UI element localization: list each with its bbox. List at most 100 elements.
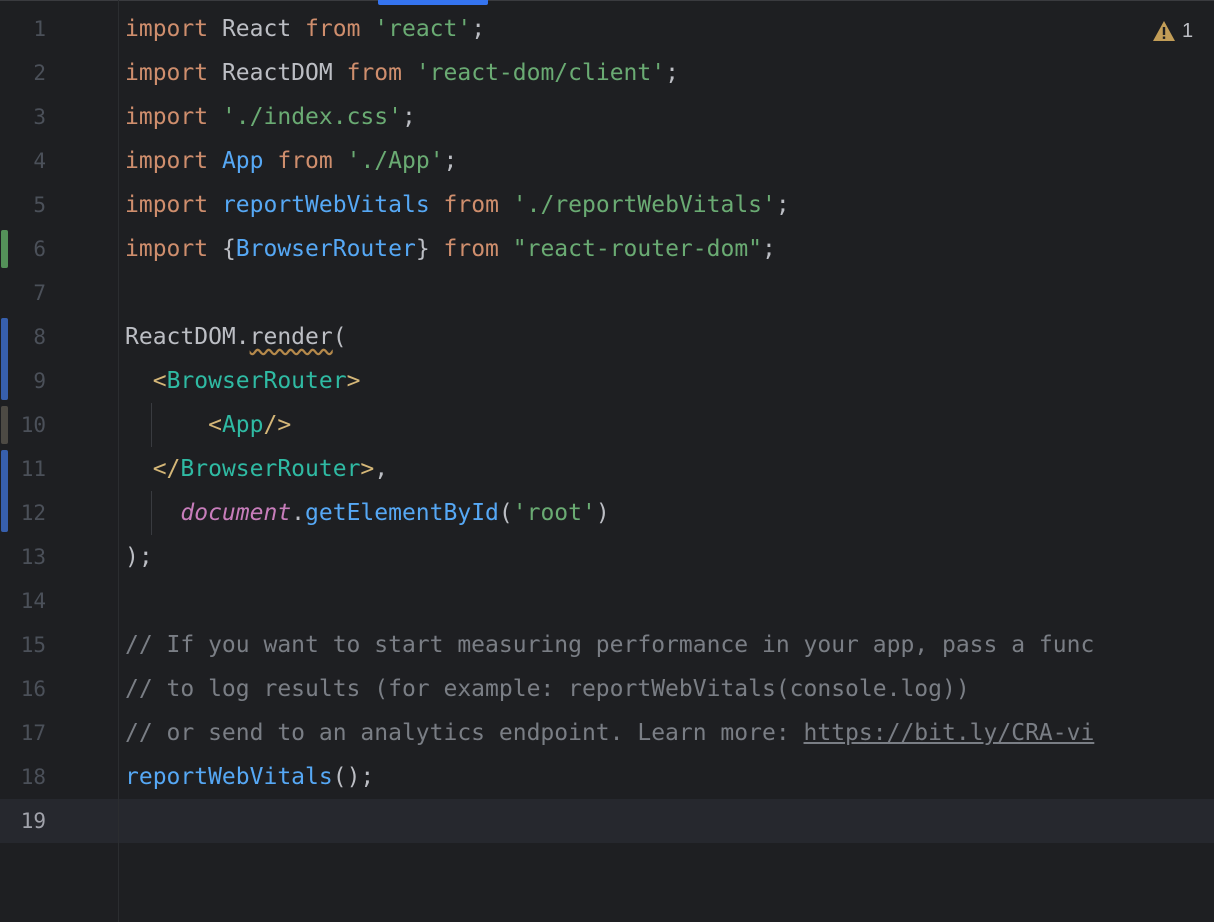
code-line[interactable]: 8 ReactDOM.render( bbox=[0, 315, 1214, 359]
identifier-token: reportWebVitals bbox=[125, 764, 333, 790]
active-tab-indicator bbox=[378, 0, 488, 5]
inspection-warnings-widget[interactable]: 1 bbox=[1152, 17, 1193, 45]
code-line[interactable]: 2 import ReactDOM from 'react-dom/client'… bbox=[0, 51, 1214, 95]
code-token bbox=[499, 236, 513, 262]
line-number[interactable]: 13 bbox=[20, 545, 46, 569]
line-number[interactable]: 5 bbox=[33, 193, 46, 217]
code-token: ; bbox=[762, 236, 776, 262]
keyword-token: import bbox=[125, 148, 209, 174]
code-token: ; bbox=[443, 148, 458, 174]
line-number[interactable]: 17 bbox=[20, 721, 46, 745]
code-token bbox=[125, 456, 153, 482]
code-token: ReactDOM. bbox=[125, 324, 250, 350]
vcs-marker-modified[interactable] bbox=[1, 318, 8, 400]
code-text[interactable]: import App from './App'; bbox=[125, 139, 457, 183]
jsx-bracket-token: > bbox=[360, 456, 375, 482]
line-number[interactable]: 12 bbox=[20, 501, 46, 525]
code-text[interactable]: </BrowserRouter>, bbox=[125, 447, 388, 491]
code-token: ; bbox=[665, 60, 679, 86]
code-text[interactable]: import reportWebVitals from './reportWeb… bbox=[125, 183, 790, 227]
jsx-bracket-token: > bbox=[346, 368, 361, 394]
code-line[interactable]: 3 import './index.css'; bbox=[0, 95, 1214, 139]
code-text[interactable]: import {BrowserRouter} from "react-route… bbox=[125, 227, 776, 271]
code-token bbox=[402, 60, 416, 86]
current-line-highlight bbox=[0, 799, 1214, 843]
line-number[interactable]: 15 bbox=[20, 633, 46, 657]
code-token: ( bbox=[498, 500, 513, 526]
line-number[interactable]: 10 bbox=[20, 413, 46, 437]
jsx-tag-token: App bbox=[221, 412, 264, 438]
warning-count: 1 bbox=[1182, 19, 1194, 42]
code-line[interactable]: 7 bbox=[0, 271, 1214, 315]
line-number[interactable]: 16 bbox=[20, 677, 46, 701]
line-number[interactable]: 3 bbox=[33, 105, 46, 129]
code-text[interactable]: document.getElementById('root') bbox=[125, 491, 610, 535]
code-text[interactable]: // or send to an analytics endpoint. Lea… bbox=[125, 711, 1094, 755]
code-text[interactable]: // to log results (for example: reportWe… bbox=[125, 667, 970, 711]
code-token bbox=[125, 412, 208, 438]
comment-token: // If you want to start measuring perfor… bbox=[125, 632, 1095, 658]
code-text[interactable]: import './index.css'; bbox=[125, 95, 416, 139]
comment-link[interactable]: https://bit.ly/CRA-vi bbox=[803, 720, 1095, 746]
code-line[interactable]: 6 import {BrowserRouter} from "react-rout… bbox=[0, 227, 1214, 271]
code-text[interactable]: ); bbox=[125, 535, 153, 579]
string-token: './reportWebVitals' bbox=[512, 192, 776, 218]
code-line[interactable]: 15 // If you want to start measuring perf… bbox=[0, 623, 1214, 667]
code-line[interactable]: 1 import React from 'react'; bbox=[0, 7, 1214, 51]
code-line[interactable]: 5 import reportWebVitals from './reportWe… bbox=[0, 183, 1214, 227]
code-token: ; bbox=[401, 104, 416, 130]
code-text[interactable]: import ReactDOM from 'react-dom/client'; bbox=[125, 51, 679, 95]
vcs-marker-added[interactable] bbox=[1, 230, 8, 268]
gutter-separator bbox=[118, 0, 119, 922]
code-text[interactable]: // If you want to start measuring perfor… bbox=[125, 623, 1094, 667]
code-text[interactable]: <App/> bbox=[125, 403, 291, 447]
code-token: ( bbox=[332, 324, 347, 350]
code-token bbox=[264, 148, 278, 174]
keyword-token: import bbox=[125, 236, 209, 262]
code-line[interactable]: 19 bbox=[0, 799, 1214, 843]
code-token: (); bbox=[332, 764, 375, 790]
vcs-marker-other[interactable] bbox=[1, 406, 8, 444]
code-text[interactable]: import React from 'react'; bbox=[125, 7, 485, 51]
vcs-marker-modified[interactable] bbox=[1, 450, 8, 532]
code-token: . bbox=[291, 500, 306, 526]
line-number[interactable]: 6 bbox=[33, 237, 46, 261]
code-line[interactable]: 4 import App from './App'; bbox=[0, 139, 1214, 183]
keyword-token: from bbox=[443, 236, 499, 262]
code-line[interactable]: 10 <App/> bbox=[0, 403, 1214, 447]
indent-guide bbox=[151, 403, 152, 447]
line-number[interactable]: 19 bbox=[20, 809, 46, 833]
code-token: , bbox=[374, 456, 389, 482]
string-token: './App' bbox=[346, 148, 444, 174]
comment-token: // or send to an analytics endpoint. Lea… bbox=[125, 720, 804, 746]
keyword-token: import bbox=[125, 104, 209, 130]
code-line[interactable]: 12 document.getElementById('root') bbox=[0, 491, 1214, 535]
code-line[interactable]: 9 <BrowserRouter> bbox=[0, 359, 1214, 403]
line-number[interactable]: 18 bbox=[20, 765, 46, 789]
line-number[interactable]: 4 bbox=[33, 149, 46, 173]
line-number[interactable]: 14 bbox=[20, 589, 46, 613]
jsx-bracket-token: < bbox=[152, 368, 167, 394]
code-line[interactable]: 13); bbox=[0, 535, 1214, 579]
code-line[interactable]: 17 // or send to an analytics endpoint. L… bbox=[0, 711, 1214, 755]
keyword-token: from bbox=[443, 192, 499, 218]
jsx-bracket-token: < bbox=[208, 412, 222, 438]
code-token bbox=[125, 368, 153, 394]
code-text[interactable]: reportWebVitals(); bbox=[125, 755, 374, 799]
code-token: ) bbox=[595, 500, 610, 526]
code-line[interactable]: 16 // to log results (for example: report… bbox=[0, 667, 1214, 711]
code-line[interactable]: 18 reportWebVitals(); bbox=[0, 755, 1214, 799]
line-number[interactable]: 1 bbox=[33, 17, 46, 41]
comment-token: // to log results (for example: reportWe… bbox=[125, 676, 970, 702]
line-number[interactable]: 11 bbox=[20, 457, 46, 481]
code-line[interactable]: 14 bbox=[0, 579, 1214, 623]
keyword-token: from bbox=[346, 60, 402, 86]
code-text[interactable]: ReactDOM.render( bbox=[125, 315, 347, 359]
code-text[interactable]: <BrowserRouter> bbox=[125, 359, 361, 403]
line-number[interactable]: 8 bbox=[33, 325, 46, 349]
line-number[interactable]: 2 bbox=[33, 61, 46, 85]
line-number[interactable]: 7 bbox=[33, 281, 46, 305]
line-number[interactable]: 9 bbox=[33, 369, 46, 393]
code-line[interactable]: 11 </BrowserRouter>, bbox=[0, 447, 1214, 491]
